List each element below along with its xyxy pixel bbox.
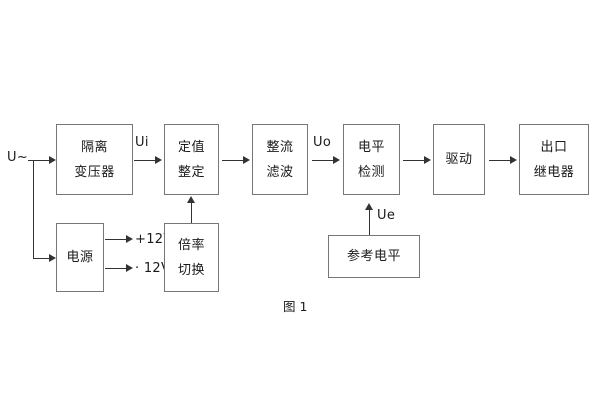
block-driver-line-1: 驱动 — [445, 152, 473, 167]
wire-rail-negative — [105, 268, 127, 269]
block-level-detect[interactable]: 电平 检测 — [343, 124, 400, 195]
wire-ui — [134, 160, 156, 161]
block-power-supply[interactable]: 电源 — [56, 223, 104, 292]
wire-ue — [369, 210, 370, 235]
block-output-relay-line-1: 出口 — [540, 139, 568, 155]
arrowhead-ui — [155, 156, 162, 164]
signal-label-uo: Uo — [313, 135, 332, 150]
wire-level-to-driver — [403, 160, 425, 161]
block-driver[interactable]: 驱动 — [433, 124, 485, 195]
block-isolation-transformer-line-1: 隔离 — [80, 139, 108, 155]
arrowhead-setting-to-rectify — [243, 156, 250, 164]
block-rectify-filter-line-1: 整流 — [266, 139, 294, 155]
wire-to-isolation-transformer — [33, 160, 50, 161]
arrowhead-driver-to-relay — [510, 156, 517, 164]
block-multiplier-switch[interactable]: 倍率 切换 — [164, 223, 219, 292]
block-rectify-filter[interactable]: 整流 滤波 — [252, 124, 308, 195]
block-setting-value[interactable]: 定值 整定 — [164, 124, 219, 195]
wire-multiplier-to-setting — [191, 203, 192, 223]
wire-driver-to-relay — [489, 160, 511, 161]
wire-source-stub — [28, 160, 34, 161]
wire-rail-positive — [105, 239, 127, 240]
wire-uo — [312, 160, 334, 161]
wire-setting-to-rectify — [222, 160, 244, 161]
block-level-detect-line-1: 电平 — [357, 139, 385, 155]
source-label-u-ac: U~ — [7, 150, 29, 165]
block-output-relay-line-2: 继电器 — [533, 164, 575, 180]
block-output-relay[interactable]: 出口 继电器 — [519, 124, 589, 195]
figure-caption: 图 1 — [283, 299, 308, 314]
wire-source-bus-vertical — [33, 160, 34, 259]
arrowhead-ue — [365, 203, 373, 210]
block-power-supply-line-1: 电源 — [66, 250, 94, 265]
signal-label-ue: Ue — [377, 208, 396, 223]
arrowhead-multiplier-to-setting — [187, 196, 195, 203]
wire-to-power-supply — [33, 258, 50, 259]
rail-label-positive: +12V — [135, 232, 173, 247]
arrowhead-uo — [333, 156, 340, 164]
arrowhead-level-to-driver — [424, 156, 431, 164]
block-multiplier-switch-line-1: 倍率 — [177, 237, 205, 253]
block-level-detect-line-2: 检测 — [357, 164, 385, 180]
signal-label-ui: Ui — [135, 135, 149, 150]
arrowhead-to-isolation-transformer — [49, 156, 56, 164]
block-reference-level[interactable]: 参考电平 — [328, 235, 420, 278]
block-rectify-filter-line-2: 滤波 — [266, 164, 294, 180]
block-reference-level-line-1: 参考电平 — [346, 249, 401, 264]
arrowhead-to-power-supply — [49, 254, 56, 262]
block-multiplier-switch-line-2: 切换 — [177, 262, 205, 278]
rail-label-negative: · 12V — [135, 261, 171, 276]
arrowhead-rail-negative — [126, 264, 133, 272]
arrowhead-rail-positive — [126, 235, 133, 243]
block-setting-value-line-1: 定值 — [177, 139, 205, 155]
block-setting-value-line-2: 整定 — [177, 164, 205, 180]
block-isolation-transformer-line-2: 变压器 — [74, 164, 115, 180]
block-isolation-transformer[interactable]: 隔离 变压器 — [56, 124, 133, 195]
